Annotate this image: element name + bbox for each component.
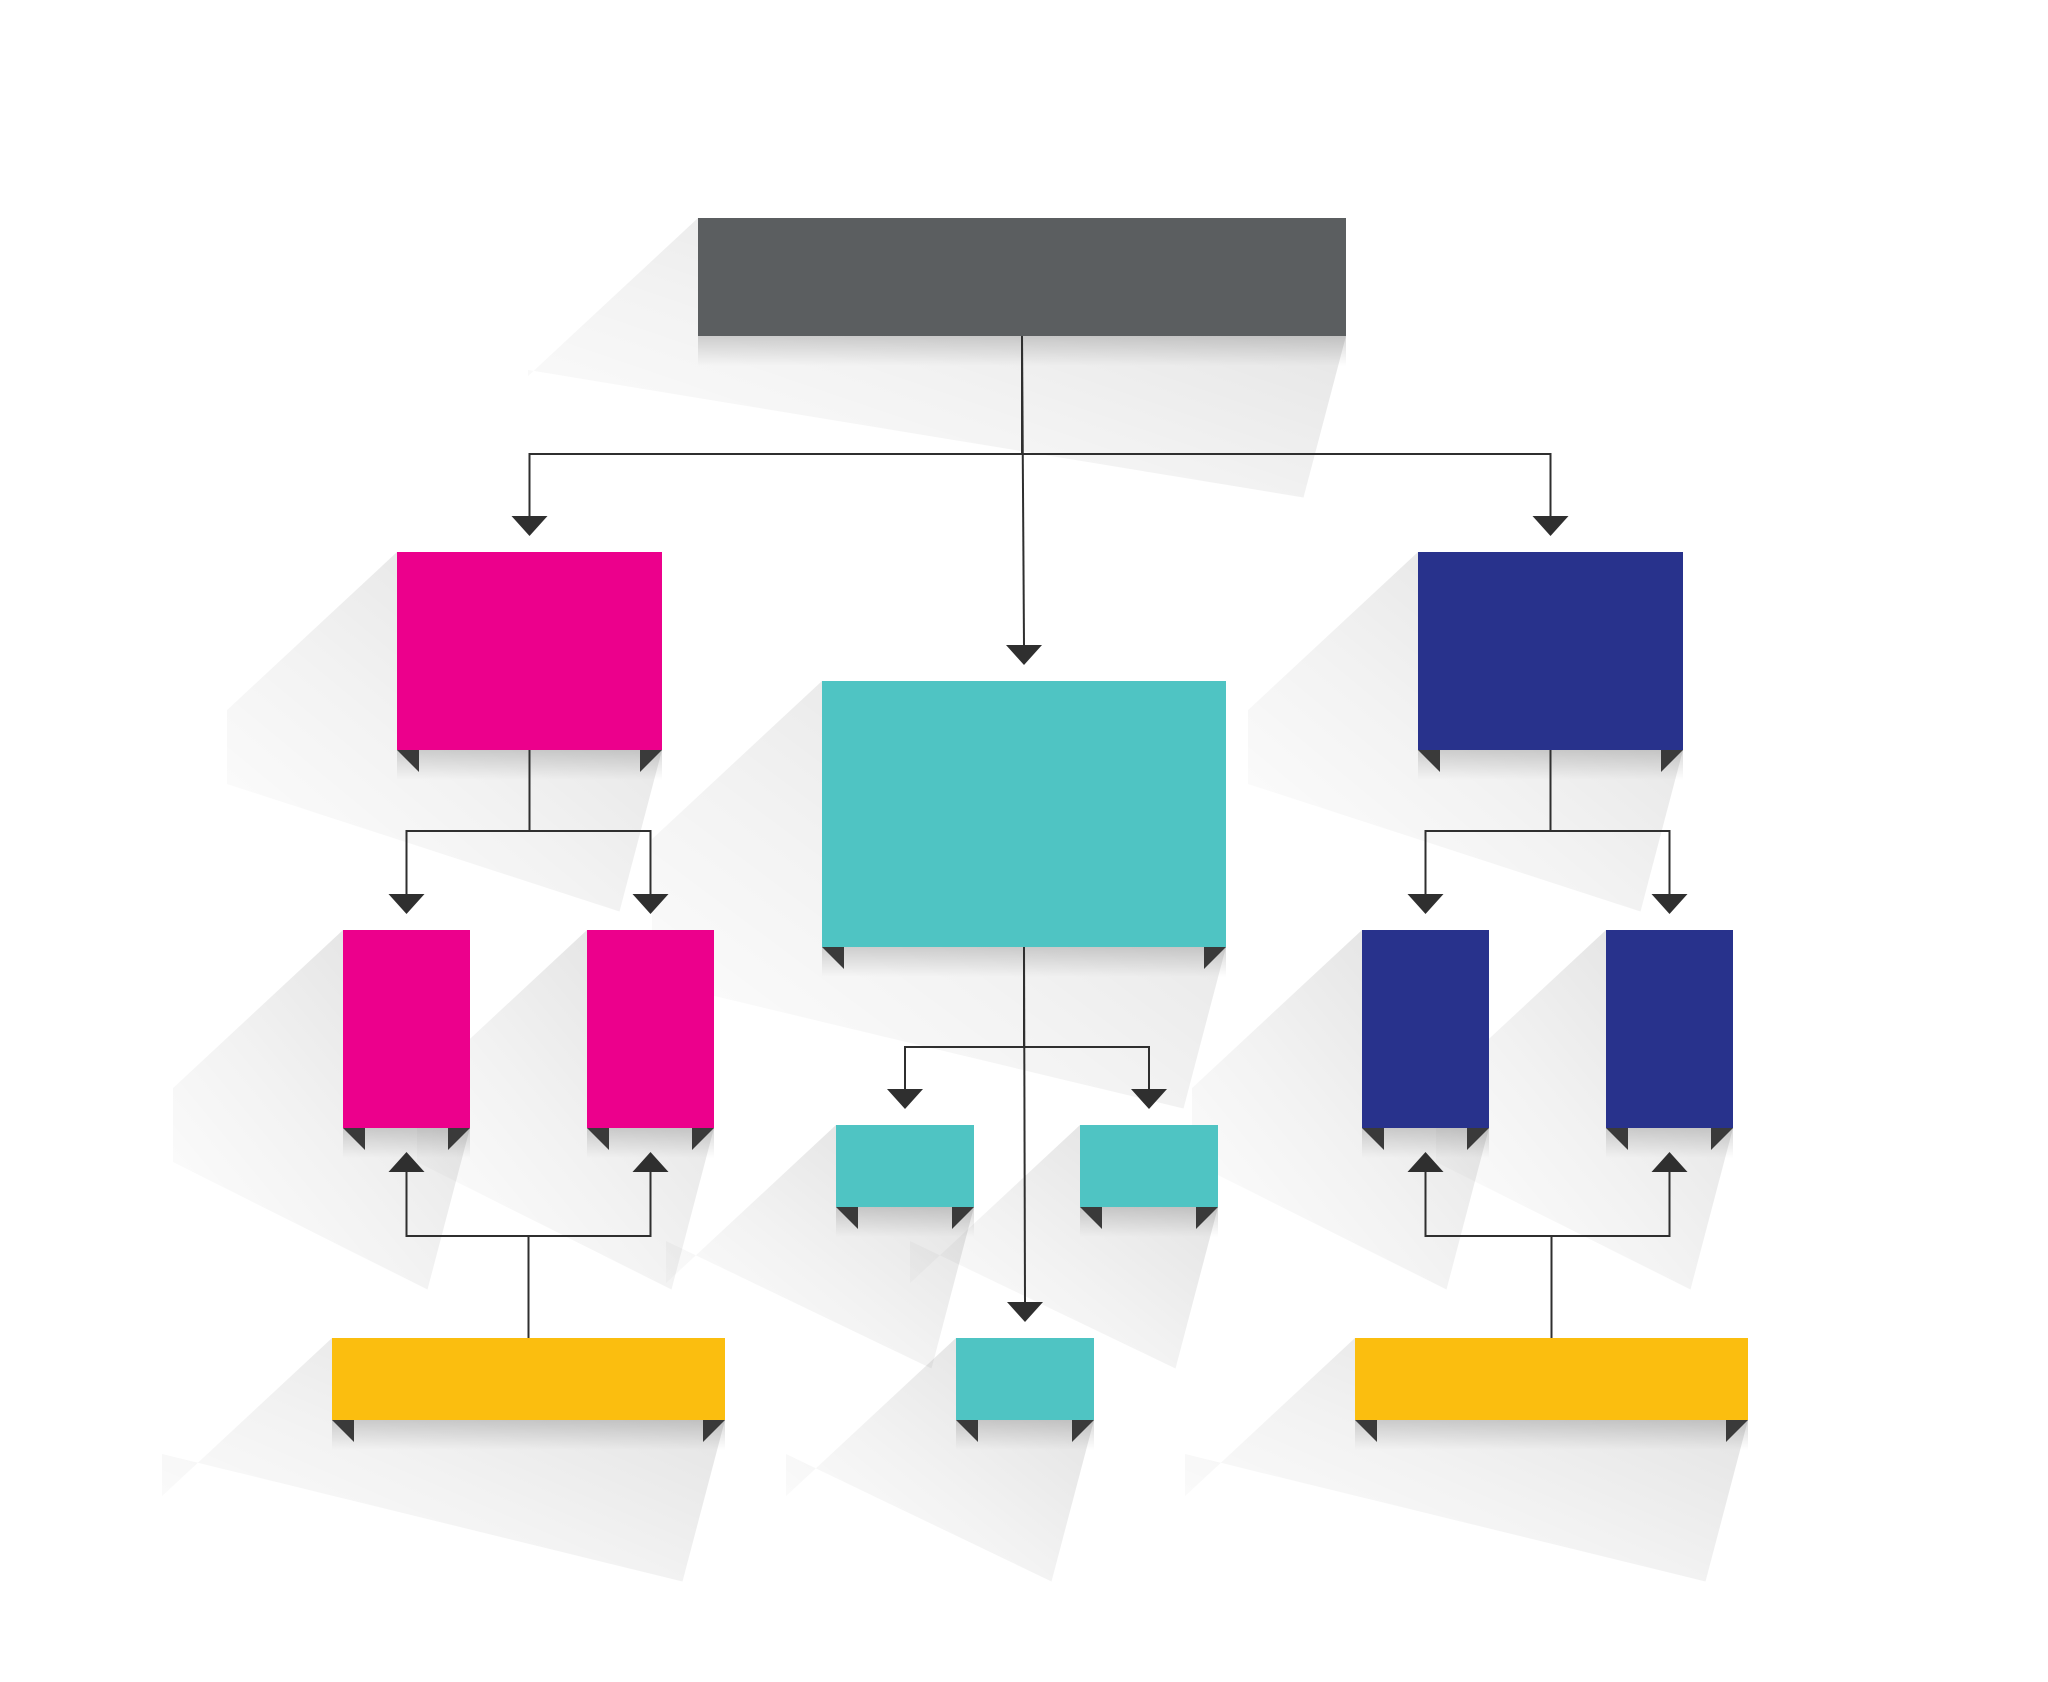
connector-magenta-parent-to-magenta-child-right: [528, 750, 652, 894]
teal-parent-fold-right: [1204, 947, 1226, 969]
navy-child-right-fold-right: [1711, 1128, 1733, 1150]
connector-yellow-left-to-magenta-child-right: [527, 1172, 652, 1338]
arrowhead-magenta-child-left-10: [388, 1152, 425, 1172]
magenta-child-left-node[interactable]: [343, 930, 470, 1150]
magenta-parent-node[interactable]: [397, 552, 662, 772]
teal-child-right-under-shadow: [1080, 1207, 1218, 1237]
navy-parent-fold-right: [1661, 750, 1683, 772]
teal-child-left-fold-right: [952, 1207, 974, 1229]
teal-child-left-under-shadow: [836, 1207, 974, 1237]
arrowhead-navy-child-left-12: [1407, 1152, 1444, 1172]
yellow-left-under-shadow: [332, 1420, 725, 1450]
arrowhead-navy-child-left-8: [1407, 894, 1444, 914]
navy-child-left-fold-right: [1467, 1128, 1489, 1150]
teal-child-bottom-fold-left: [956, 1420, 978, 1442]
magenta-child-left-fold-left: [343, 1128, 365, 1150]
navy-child-left-shadow: [1192, 930, 1489, 1290]
yellow-right-under-shadow: [1355, 1420, 1748, 1450]
shadows-layer: [162, 218, 1748, 1582]
magenta-parent-shadow: [227, 552, 662, 912]
magenta-child-right-fold-right: [692, 1128, 714, 1150]
magenta-child-left-shadow: [173, 930, 470, 1290]
connector-teal-parent-to-teal-child-bottom: [1023, 946, 1026, 1303]
yellow-left-box[interactable]: [332, 1338, 725, 1420]
yellow-left-fold-right: [703, 1420, 725, 1442]
magenta-child-right-fold-left: [587, 1128, 609, 1150]
magenta-child-right-node[interactable]: [587, 930, 714, 1150]
magenta-parent-box[interactable]: [397, 552, 662, 750]
magenta-child-right-shadow: [417, 930, 714, 1290]
yellow-right-fold-left: [1355, 1420, 1377, 1442]
yellow-right-box[interactable]: [1355, 1338, 1748, 1420]
magenta-child-left-box[interactable]: [343, 930, 470, 1128]
teal-child-right-box[interactable]: [1080, 1125, 1218, 1207]
magenta-parent-fold-right: [640, 750, 662, 772]
arrowhead-magenta-parent-0: [511, 516, 548, 536]
arrowhead-teal-parent-1: [1006, 645, 1042, 665]
nodes-layer: [332, 218, 1748, 1442]
arrowhead-teal-child-left-5: [887, 1089, 923, 1109]
arrowhead-teal-child-bottom-7: [1007, 1302, 1043, 1322]
navy-child-left-fold-left: [1362, 1128, 1384, 1150]
teal-child-bottom-shadow: [786, 1338, 1094, 1582]
connector-navy-parent-to-navy-child-right: [1549, 750, 1671, 894]
magenta-parent-fold-left: [397, 750, 419, 772]
teal-child-right-node[interactable]: [1080, 1125, 1218, 1229]
teal-parent-box[interactable]: [822, 681, 1226, 947]
arrowhead-magenta-child-right-4: [632, 894, 669, 914]
teal-child-right-fold-right: [1196, 1207, 1218, 1229]
root-box[interactable]: [698, 218, 1346, 336]
navy-parent-shadow: [1248, 552, 1683, 912]
connectors-layer: [388, 335, 1688, 1338]
navy-child-right-fold-left: [1606, 1128, 1628, 1150]
teal-child-left-shadow: [666, 1125, 974, 1369]
arrowhead-magenta-child-right-11: [632, 1152, 669, 1172]
navy-parent-box[interactable]: [1418, 552, 1683, 750]
navy-parent-node[interactable]: [1418, 552, 1683, 772]
yellow-right-fold-right: [1726, 1420, 1748, 1442]
teal-child-bottom-under-shadow: [956, 1420, 1094, 1450]
navy-child-right-box[interactable]: [1606, 930, 1733, 1128]
navy-child-right-node[interactable]: [1606, 930, 1733, 1150]
navy-child-left-box[interactable]: [1362, 930, 1489, 1128]
teal-child-right-fold-left: [1080, 1207, 1102, 1229]
navy-child-right-shadow: [1436, 930, 1733, 1290]
teal-child-left-fold-left: [836, 1207, 858, 1229]
teal-child-left-node[interactable]: [836, 1125, 974, 1229]
magenta-child-left-fold-right: [448, 1128, 470, 1150]
connector-yellow-right-to-navy-child-right: [1550, 1172, 1671, 1338]
magenta-child-right-box[interactable]: [587, 930, 714, 1128]
arrowhead-teal-child-right-6: [1131, 1089, 1167, 1109]
teal-parent-shadow: [652, 681, 1226, 1109]
connector-root-to-navy-parent: [1021, 336, 1552, 516]
teal-parent-node[interactable]: [822, 681, 1226, 969]
root-node[interactable]: [698, 218, 1346, 336]
arrowhead-magenta-child-left-3: [388, 894, 425, 914]
arrowhead-navy-parent-2: [1532, 516, 1569, 536]
teal-child-right-shadow: [910, 1125, 1218, 1369]
teal-child-bottom-box[interactable]: [956, 1338, 1094, 1420]
teal-parent-fold-left: [822, 947, 844, 969]
teal-child-bottom-node[interactable]: [956, 1338, 1094, 1442]
arrowhead-navy-child-right-9: [1651, 894, 1688, 914]
teal-child-left-box[interactable]: [836, 1125, 974, 1207]
yellow-left-fold-left: [332, 1420, 354, 1442]
yellow-left-shadow: [162, 1338, 725, 1582]
teal-child-bottom-fold-right: [1072, 1420, 1094, 1442]
yellow-right-node[interactable]: [1355, 1338, 1748, 1442]
navy-child-left-node[interactable]: [1362, 930, 1489, 1150]
yellow-right-shadow: [1185, 1338, 1748, 1582]
navy-parent-fold-left: [1418, 750, 1440, 772]
arrowhead-navy-child-right-13: [1651, 1152, 1688, 1172]
yellow-left-node[interactable]: [332, 1338, 725, 1442]
